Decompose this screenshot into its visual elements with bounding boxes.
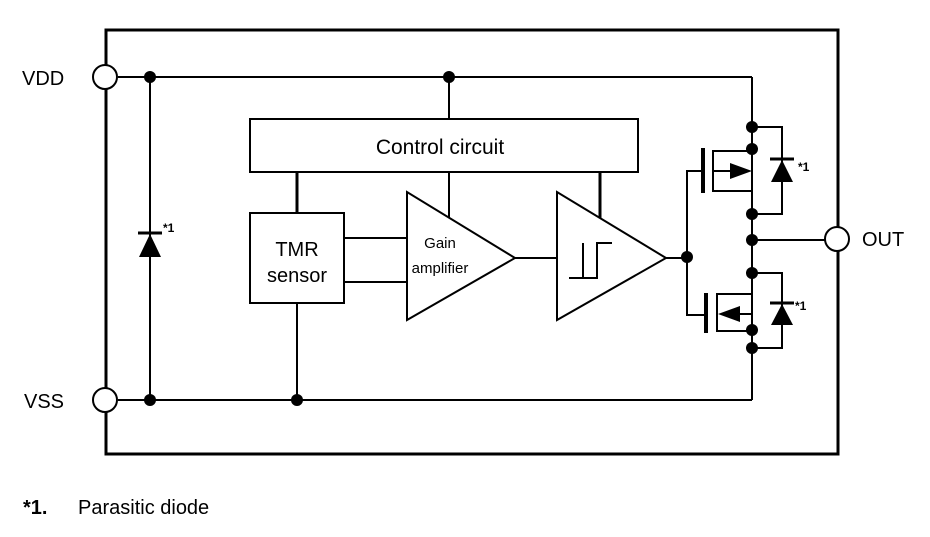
amp-label-1: Gain (424, 235, 456, 252)
tmr-label-1: TMR (275, 239, 318, 261)
control-circuit-block (249, 118, 639, 173)
control-circuit-label: Control circuit (376, 136, 505, 159)
out-label: OUT (862, 229, 904, 251)
package-border (104, 28, 840, 456)
tmr-label-2: sensor (267, 265, 327, 287)
out-pin (824, 226, 850, 252)
diode-mark-left: *1 (163, 221, 175, 235)
diode-mark-top: *1 (798, 160, 810, 174)
vdd-pin (92, 64, 118, 90)
footnote-text: Parasitic diode (78, 497, 210, 519)
footnote-mark: *1. (23, 497, 48, 519)
gain-amplifier (406, 190, 517, 322)
esd-diode (139, 234, 161, 257)
vdd-label: VDD (22, 68, 64, 90)
vss-pin (92, 387, 118, 413)
junction-dots (144, 71, 758, 406)
comparator (556, 190, 668, 322)
hysteresis-icon (569, 242, 612, 279)
amp-label-2: amplifier (412, 260, 469, 277)
parasitic-diode-top (771, 160, 793, 182)
nmos-arrow (718, 306, 740, 322)
vss-label: VSS (24, 391, 64, 413)
diode-mark-bottom: *1 (795, 299, 807, 313)
pmos-arrow (730, 163, 752, 179)
parasitic-diode-bottom (771, 304, 793, 325)
